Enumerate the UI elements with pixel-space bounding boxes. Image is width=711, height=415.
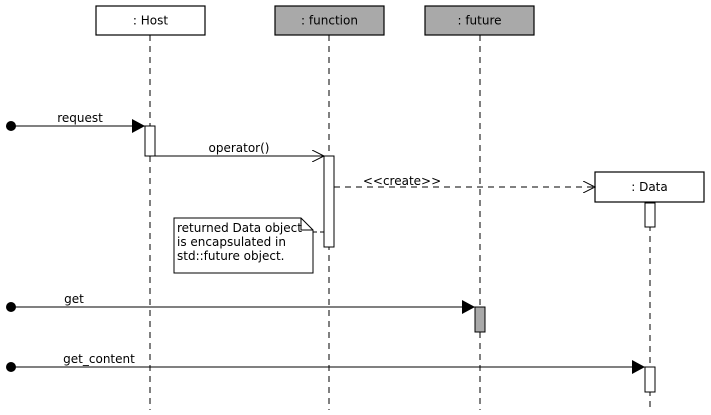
activation-data-1 <box>644 202 656 228</box>
activation-data-2 <box>644 366 656 393</box>
lifeline-future: : future <box>424 5 535 410</box>
message-get: get <box>6 292 475 314</box>
message-request: request <box>6 111 145 133</box>
lifeline-data: : Data <box>594 171 705 410</box>
message-get-label: get <box>64 292 84 306</box>
note: returned Data object is encapsulated in … <box>173 217 324 274</box>
lifeline-host: : Host <box>95 5 206 410</box>
message-request-label: request <box>57 111 103 125</box>
message-operator: operator() <box>155 141 324 156</box>
note-line-2: is encapsulated in <box>177 235 286 249</box>
lifeline-host-head[interactable] <box>95 5 206 36</box>
lifeline-function-head[interactable] <box>274 5 385 36</box>
lifeline-host-label: : Host <box>133 14 168 28</box>
activation-future <box>474 306 486 333</box>
message-get-content-label: get_content <box>63 352 135 366</box>
lifeline-future-head[interactable] <box>424 5 535 36</box>
message-create-label: <<create>> <box>363 174 441 188</box>
lifeline-data-label: : Data <box>631 180 668 194</box>
note-box <box>173 217 314 274</box>
activation-function <box>323 155 335 248</box>
note-line-3: std::future object. <box>177 249 284 263</box>
note-fold <box>300 218 313 231</box>
message-operator-label: operator() <box>209 141 270 155</box>
lifeline-future-label: : future <box>457 14 501 28</box>
lifeline-function-label: : function <box>301 14 358 28</box>
lifeline-data-head[interactable] <box>594 171 705 203</box>
activation-host <box>144 125 156 157</box>
note-line-1: returned Data object <box>177 221 302 235</box>
message-get-content: get_content <box>6 352 645 374</box>
message-create: <<create>> <box>334 174 595 188</box>
